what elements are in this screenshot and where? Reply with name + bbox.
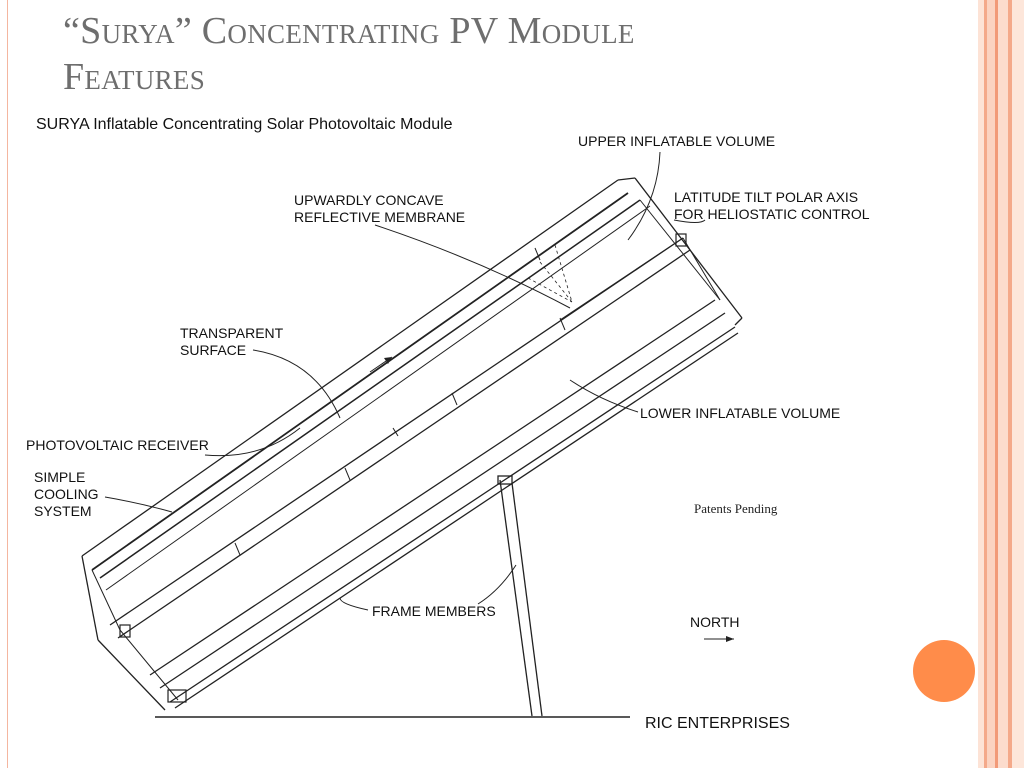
title-line-1: “Surya” Concentrating PV Module bbox=[63, 10, 635, 52]
right-decorative-border bbox=[978, 0, 1024, 768]
label-photovoltaic-receiver: PHOTOVOLTAIC RECEIVER bbox=[26, 437, 209, 453]
diagram-heading: SURYA Inflatable Concentrating Solar Pho… bbox=[36, 116, 453, 133]
leader-lines bbox=[104, 151, 706, 611]
label-transparent-line2: SURFACE bbox=[180, 342, 246, 358]
label-lower-inflatable-volume: LOWER INFLATABLE VOLUME bbox=[640, 405, 840, 421]
label-transparent-line1: TRANSPARENT bbox=[180, 325, 284, 341]
title-line-2: Features bbox=[63, 56, 206, 98]
label-patents-pending: Patents Pending bbox=[694, 501, 778, 516]
label-upper-inflatable-volume: UPPER INFLATABLE VOLUME bbox=[578, 133, 775, 149]
support-strut bbox=[497, 475, 543, 717]
slide-title: “Surya” Concentrating PV Module Features bbox=[63, 8, 635, 100]
left-border-line bbox=[7, 0, 8, 768]
module-body bbox=[81, 177, 743, 711]
label-ric-enterprises: RIC ENTERPRISES bbox=[645, 715, 790, 732]
label-cooling-line1: SIMPLE bbox=[34, 469, 85, 485]
label-north: NORTH bbox=[690, 614, 740, 630]
north-arrow-icon bbox=[704, 636, 734, 642]
label-frame-members: FRAME MEMBERS bbox=[372, 603, 496, 619]
label-latitude-tilt-line1: LATITUDE TILT POLAR AXIS bbox=[674, 189, 858, 205]
label-membrane-line1: UPWARDLY CONCAVE bbox=[294, 192, 444, 208]
surya-module-diagram: SURYA Inflatable Concentrating Solar Pho… bbox=[26, 116, 870, 732]
label-latitude-tilt-line2: FOR HELIOSTATIC CONTROL bbox=[674, 206, 870, 222]
label-cooling-line2: COOLING bbox=[34, 486, 99, 502]
label-membrane-line2: REFLECTIVE MEMBRANE bbox=[294, 209, 465, 225]
orange-accent-circle bbox=[913, 640, 975, 702]
label-cooling-line3: SYSTEM bbox=[34, 503, 92, 519]
